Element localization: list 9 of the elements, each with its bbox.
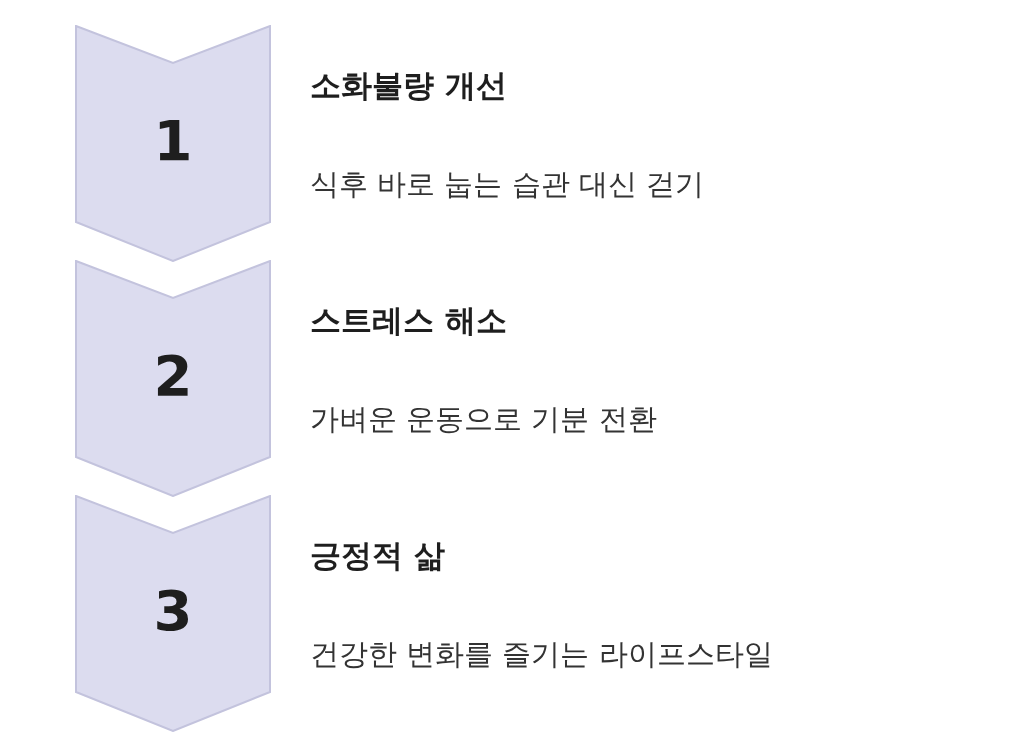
step-description: 식후 바로 눕는 습관 대신 걷기 bbox=[310, 166, 705, 203]
step-heading: 스트레스 해소 bbox=[310, 301, 507, 340]
step-heading: 긍정적 삶 bbox=[310, 536, 445, 575]
step-description: 건강한 변화를 즐기는 라이프스타일 bbox=[310, 636, 773, 673]
step-description: 가벼운 운동으로 기분 전환 bbox=[310, 401, 657, 438]
step-number: 3 bbox=[152, 579, 194, 643]
step-heading: 소화불량 개선 bbox=[310, 66, 507, 105]
step-number: 2 bbox=[152, 344, 194, 408]
step-number: 1 bbox=[152, 109, 194, 173]
